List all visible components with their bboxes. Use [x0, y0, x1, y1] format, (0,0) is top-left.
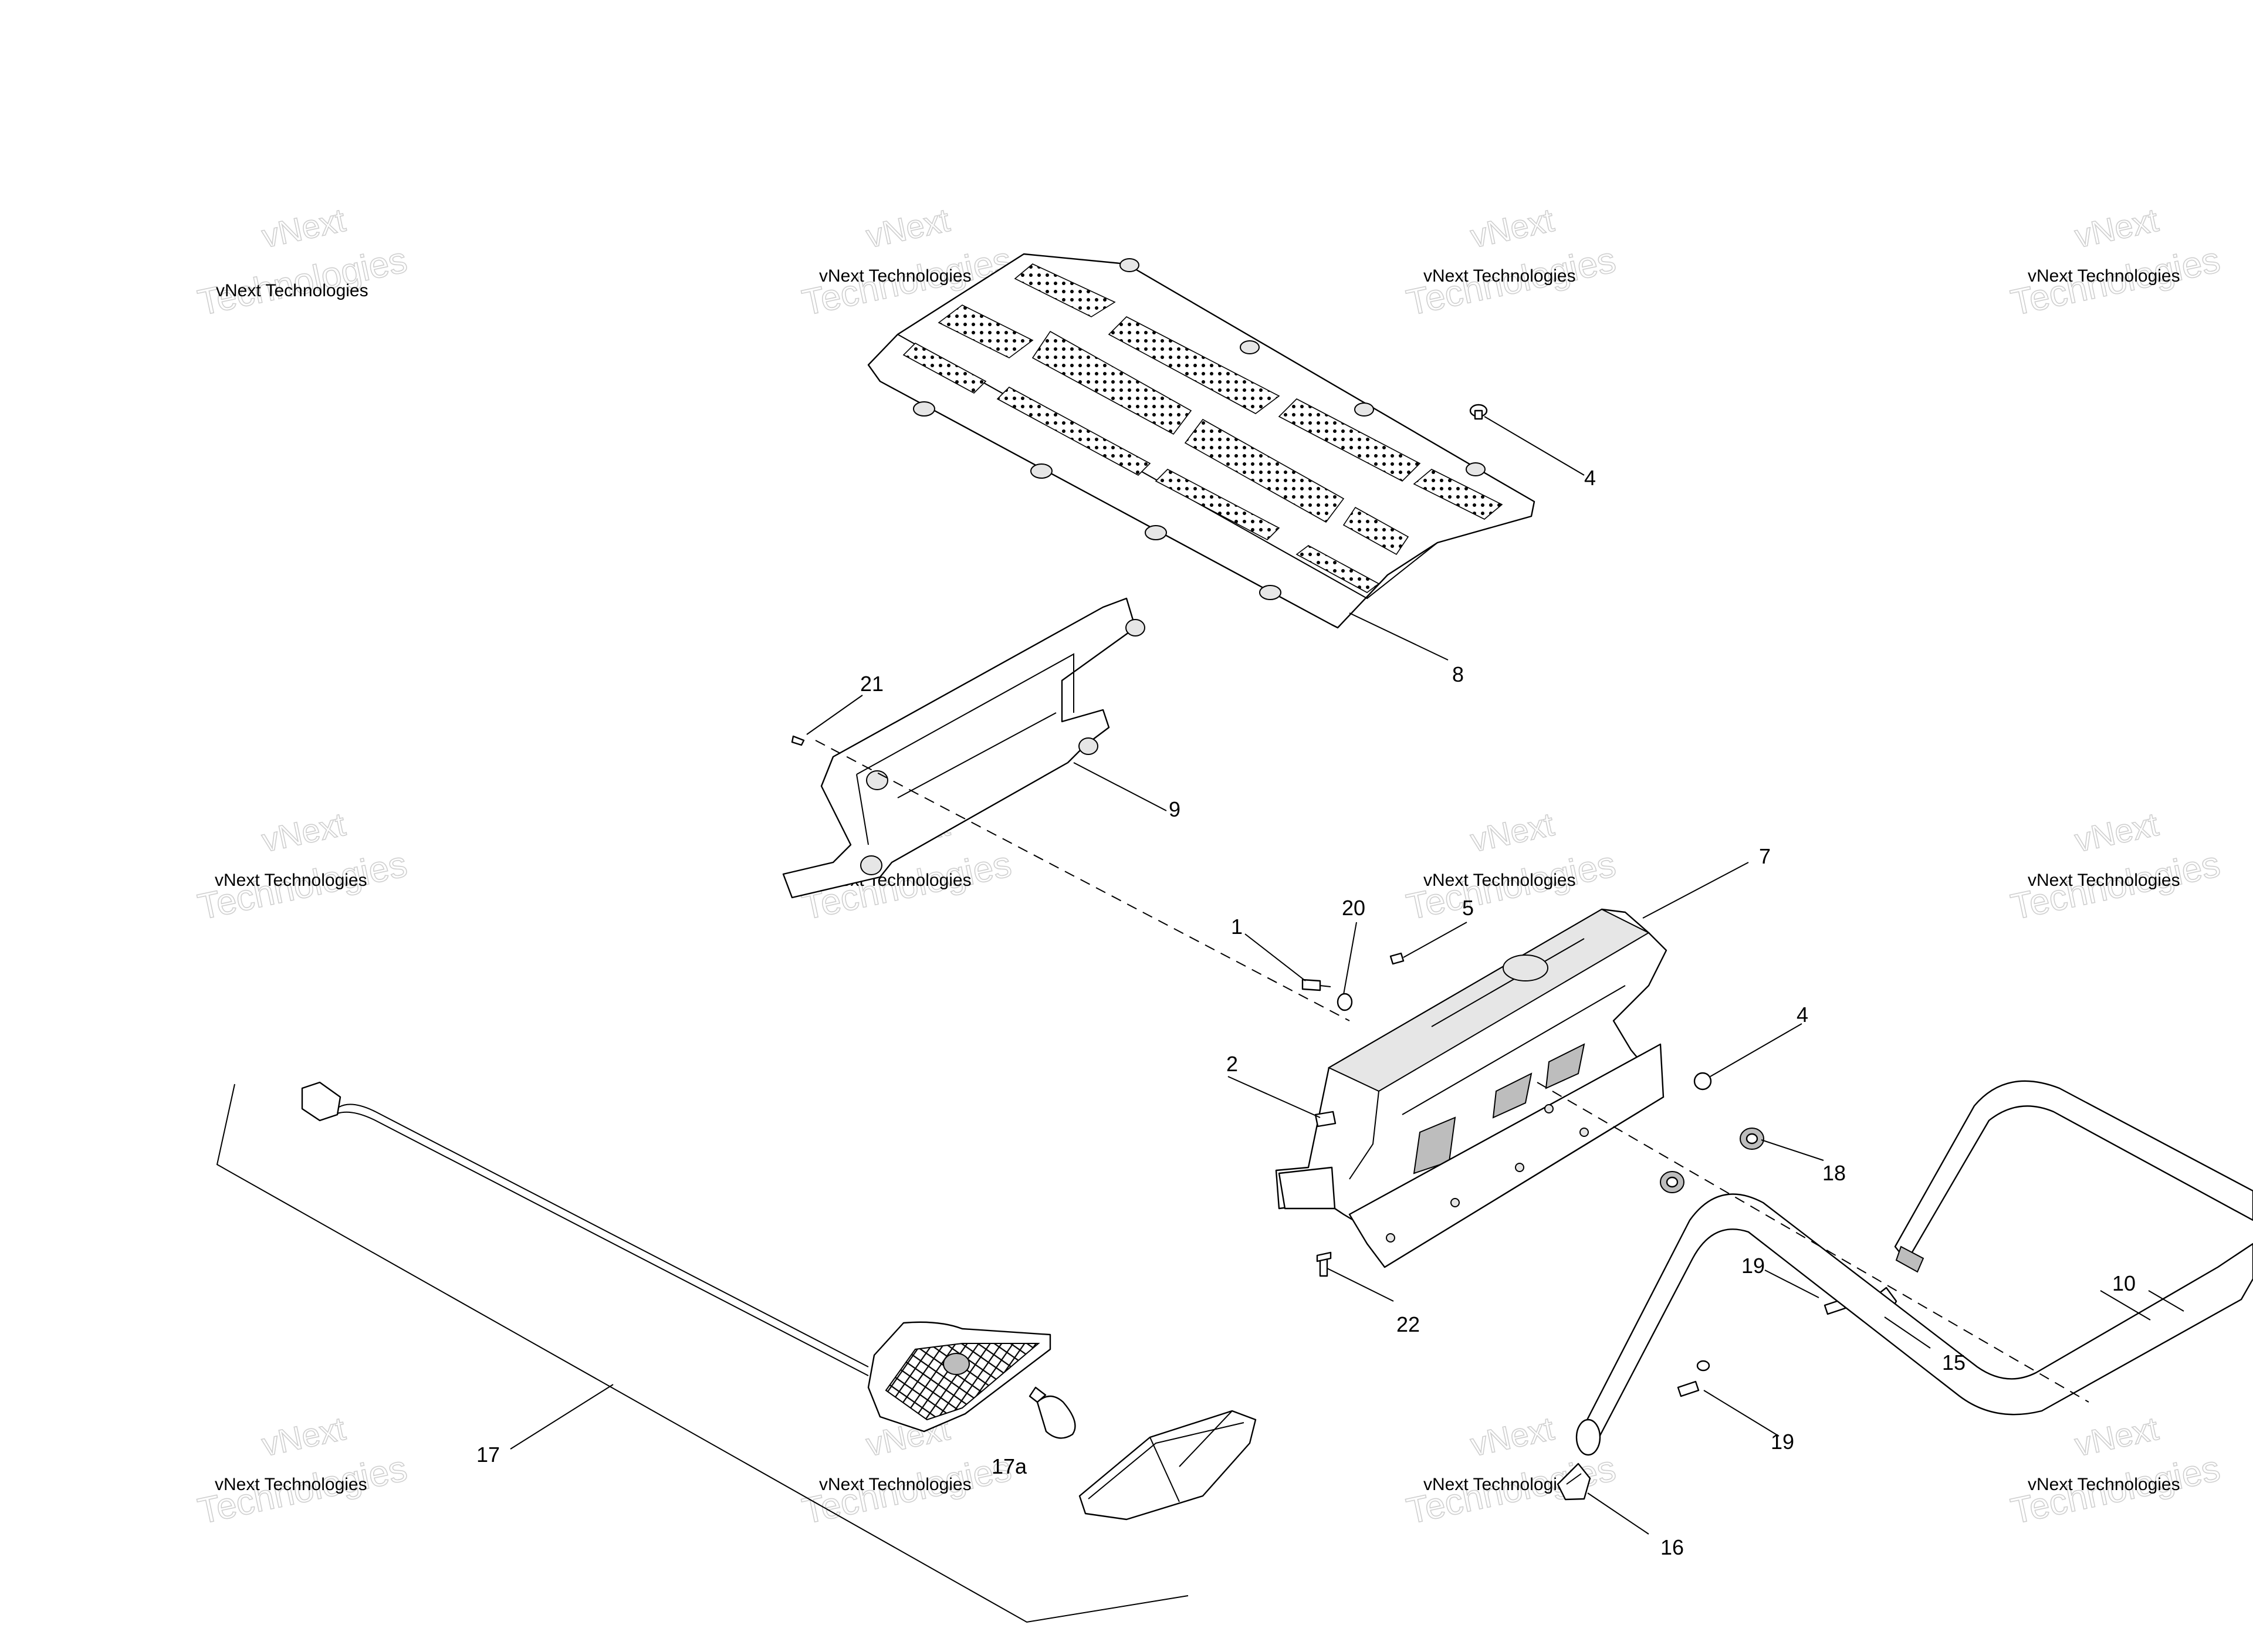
fastener-5-pin: [1389, 952, 1405, 965]
callout-22: 22: [1396, 1312, 1420, 1336]
watermark-12: vNext Technologies: [2007, 1409, 2224, 1532]
lens-cover: [1078, 1410, 1257, 1521]
callout-7: 7: [1759, 844, 1771, 868]
watermark-3: vNext Technologies: [1403, 201, 1620, 324]
callout-8: 8: [1452, 662, 1464, 686]
watermark-label: vNext Technologies: [2028, 266, 2180, 286]
leader-lines: [510, 416, 2184, 1535]
callout-1: 1: [1231, 915, 1243, 939]
watermark-label: vNext Technologies: [819, 266, 972, 286]
callout-20: 20: [1342, 896, 1365, 920]
callout-15: 15: [1942, 1350, 1966, 1375]
watermark-label: vNext Technologies: [1423, 266, 1576, 286]
callout-21: 21: [860, 672, 884, 696]
watermark-vnext-text: vNext: [2072, 201, 2162, 255]
watermark-vnext-text: vNext: [1467, 805, 1558, 859]
grommet-18-upper: [1740, 1128, 1764, 1150]
callout-2: 2: [1226, 1052, 1238, 1076]
callout-4-right: 4: [1797, 1003, 1808, 1027]
fastener-2-clip: [1314, 1111, 1337, 1128]
watermark-4: vNext Technologies: [2007, 201, 2224, 324]
watermark-9: vNext Technologies: [194, 1409, 411, 1532]
fastener-21-pin: [791, 735, 805, 746]
watermark-vnext-text: vNext: [1467, 1410, 1558, 1463]
watermark-8: vNext Technologies: [2007, 805, 2224, 928]
part-10-tube-handle: [1575, 1080, 2253, 1456]
part-8-heat-shield: [867, 253, 1535, 629]
callout-5: 5: [1462, 896, 1474, 920]
part-7-housing: [1275, 908, 1667, 1268]
watermark-label: vNext Technologies: [215, 871, 367, 890]
part-17a-bulb: [1029, 1386, 1076, 1439]
grommet-18-lower: [1660, 1171, 1684, 1193]
group-bracket-17: [216, 1084, 1189, 1623]
callout-9: 9: [1169, 797, 1180, 821]
part-17-harness: [301, 1081, 1051, 1433]
fastener-4-top: [1469, 404, 1488, 420]
watermark-label: vNext Technologies: [216, 281, 368, 300]
callout-17a: 17a: [992, 1454, 1027, 1478]
watermark-label: vNext Technologies: [215, 1475, 367, 1494]
watermark-vnext-text: vNext: [2072, 1410, 2162, 1463]
watermark-vnext-text: vNext: [259, 805, 349, 859]
callout-16: 16: [1660, 1535, 1684, 1559]
fastener-22-bolt: [1316, 1251, 1332, 1277]
bolt-19-lower: [1677, 1360, 1710, 1397]
part-9-bracket: [782, 597, 1145, 899]
callout-labels: 4 8 21 9 7 1 20 5 2 4 18 22 19 10 15 19 …: [476, 466, 2136, 1559]
callout-19-upper: 19: [1741, 1254, 1765, 1278]
callout-18: 18: [1822, 1161, 1846, 1185]
watermark-vnext-text: vNext: [259, 201, 349, 255]
callout-17: 17: [476, 1443, 500, 1467]
watermark-11: vNext Technologies: [1403, 1409, 1620, 1532]
clamp-16: [1557, 1463, 1591, 1501]
watermark-vnext-text: vNext: [1467, 201, 1558, 255]
watermark-label: vNext Technologies: [2028, 1475, 2180, 1494]
fastener-20-nut: [1337, 993, 1353, 1011]
fastener-4-right: [1693, 1072, 1712, 1091]
callout-10: 10: [2112, 1271, 2136, 1295]
watermark-vnext-text: vNext: [259, 1410, 349, 1463]
callout-4-top: 4: [1584, 466, 1596, 490]
alignment-line-right: [1537, 1082, 2089, 1403]
callout-19-lower: 19: [1771, 1430, 1794, 1454]
watermark-vnext-text: vNext: [2072, 805, 2162, 859]
watermark-label: vNext Technologies: [2028, 871, 2180, 890]
alignment-line-main: [815, 740, 1350, 1021]
watermark-5: vNext Technologies: [194, 805, 411, 928]
watermark-label: vNext Technologies: [819, 1475, 972, 1494]
watermark-7: vNext Technologies: [1403, 805, 1620, 928]
fastener-1-screw: [1301, 979, 1331, 991]
watermark-1: vNext Technologies: [194, 201, 411, 324]
watermark-vnext-text: vNext: [863, 201, 953, 255]
watermark-label: vNext Technologies: [1423, 871, 1576, 890]
watermark-label: vNext Technologies: [1423, 1475, 1576, 1494]
